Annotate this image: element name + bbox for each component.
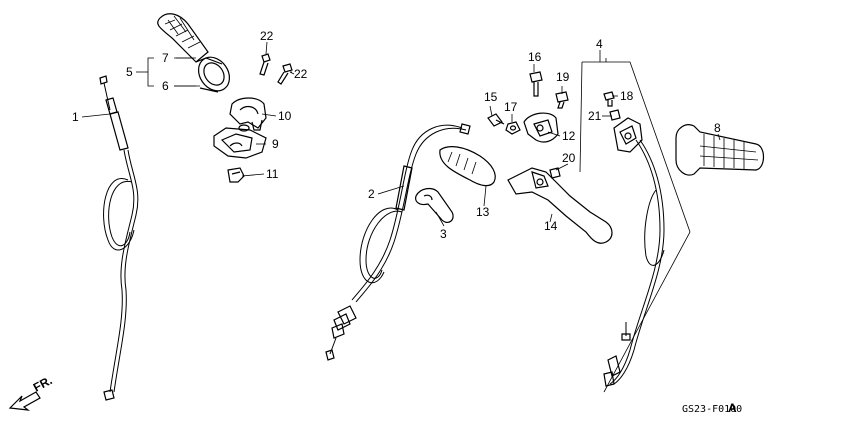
figure-code-suffix: A <box>728 401 737 415</box>
bolt-19 <box>555 91 569 109</box>
front-direction-indicator: FR. <box>8 373 55 411</box>
screw-22-right <box>277 63 293 85</box>
callout-8: 8 <box>714 121 721 135</box>
switch-21 <box>613 117 643 153</box>
callout-16: 16 <box>528 50 542 64</box>
handlebar-grip <box>675 124 765 176</box>
callout-1: 1 <box>72 110 79 124</box>
screw-18 <box>603 91 615 107</box>
nut-17 <box>505 121 521 135</box>
lever-bracket <box>523 112 559 143</box>
direction-label: FR. <box>31 373 55 394</box>
grip-rubber <box>157 13 209 63</box>
callout-17: 17 <box>504 100 518 114</box>
lever-cover <box>439 146 496 187</box>
screw-11 <box>227 167 245 183</box>
cable-holder <box>415 187 454 224</box>
callout-5: 5 <box>126 65 133 79</box>
bolt-16 <box>529 71 543 97</box>
callout-10: 10 <box>278 109 292 123</box>
callout-22-right: 22 <box>294 67 308 81</box>
callout-22-top: 22 <box>260 29 274 43</box>
leader-lines <box>81 50 721 227</box>
throttle-tube <box>195 56 231 93</box>
callout-21: 21 <box>588 109 602 123</box>
callouts: 1 2 3 4 5 6 7 8 9 10 11 12 13 14 15 16 1… <box>72 29 721 241</box>
clutch-lever <box>507 167 613 244</box>
bolt-20 <box>549 167 561 179</box>
clip-near-21 <box>609 109 621 121</box>
callout-19: 19 <box>556 70 570 84</box>
callout-15: 15 <box>484 90 498 104</box>
throttle-housing-upper <box>229 97 267 132</box>
screw-22-left <box>259 41 271 76</box>
callout-12: 12 <box>562 129 576 143</box>
callout-2: 2 <box>368 187 375 201</box>
callout-13: 13 <box>476 205 490 219</box>
callout-6: 6 <box>162 79 169 93</box>
throttle-cable <box>99 75 139 401</box>
throttle-housing-lower <box>213 127 267 159</box>
figure-code: GS23-F0100 A <box>682 401 742 415</box>
figure-code-text: GS23-F0100 <box>682 404 742 415</box>
callout-9: 9 <box>272 137 279 151</box>
callout-3: 3 <box>440 227 447 241</box>
switch-panel-outline <box>579 58 691 393</box>
callout-4: 4 <box>596 37 603 51</box>
callout-7: 7 <box>162 51 169 65</box>
callout-18: 18 <box>620 89 634 103</box>
clutch-cable <box>325 123 471 361</box>
callout-11: 11 <box>266 167 279 181</box>
arrow-icon <box>8 391 41 411</box>
bolt-15 <box>487 113 505 127</box>
callout-14: 14 <box>544 219 558 233</box>
callout-20: 20 <box>562 151 576 165</box>
switch-wire <box>603 139 665 387</box>
